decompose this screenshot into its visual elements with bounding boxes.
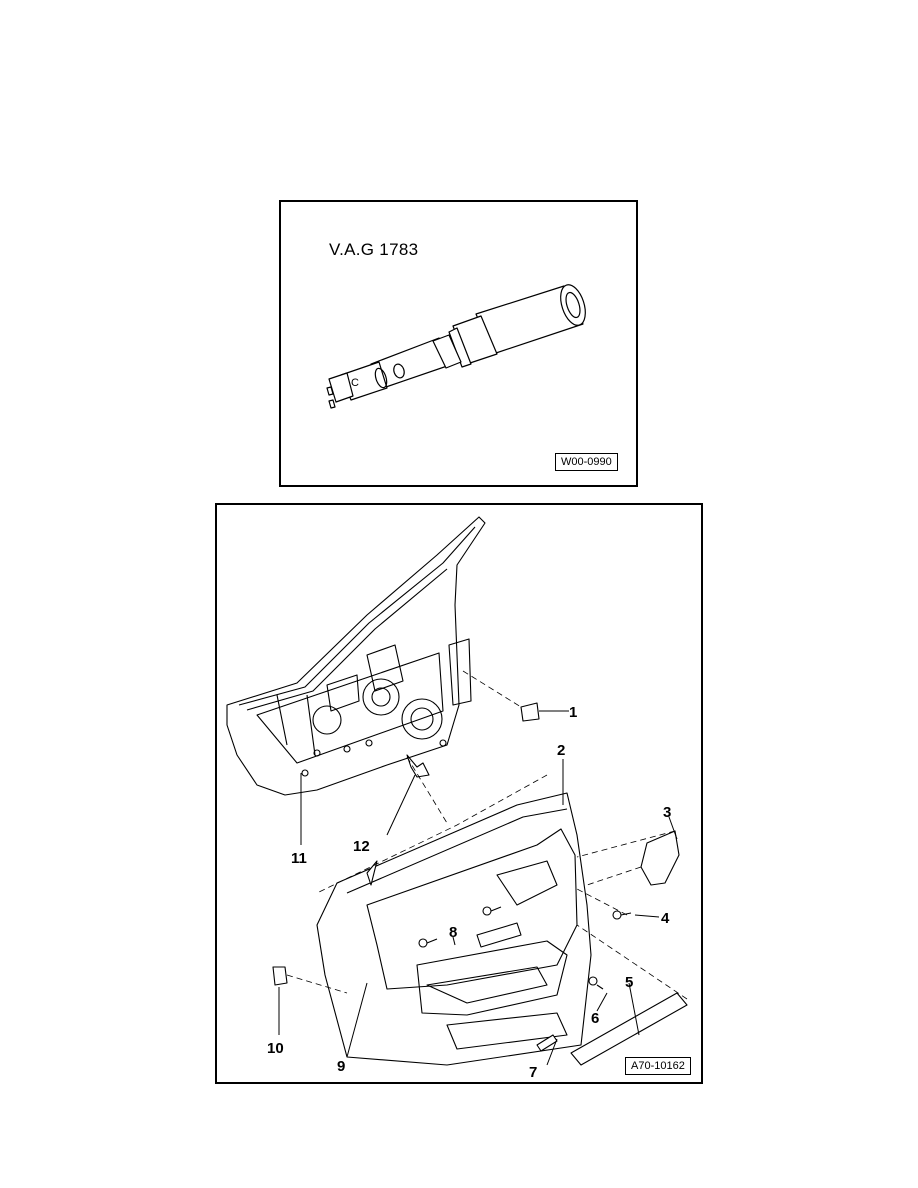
callout-5: 5 [625, 974, 633, 991]
callout-6: 6 [591, 1010, 599, 1027]
tool-name-label: V.A.G 1783 [329, 240, 419, 259]
callout-12: 12 [353, 838, 370, 855]
door-exploded-view-panel: 1 2 3 4 5 6 7 8 9 10 11 12 A70-10162 [215, 503, 703, 1084]
callout-11: 11 [291, 850, 307, 867]
door-trim-exploded-diagram: 1 2 3 4 5 6 7 8 9 10 11 12 [226, 516, 688, 1081]
callout-8: 8 [449, 924, 457, 941]
callout-3: 3 [663, 804, 671, 821]
door-figure-reference: A70-10162 [625, 1057, 691, 1075]
callout-9: 9 [337, 1058, 345, 1075]
callout-10: 10 [267, 1040, 284, 1057]
torque-wrench-icon: C [326, 284, 586, 409]
callout-2: 2 [557, 742, 565, 759]
callout-4: 4 [661, 910, 670, 927]
tool-figure-reference: W00-0990 [555, 453, 618, 471]
callout-1: 1 [569, 704, 577, 721]
callout-7: 7 [529, 1064, 537, 1081]
tool-figure-panel: V.A.G 1783 C W00-0990 [279, 200, 638, 487]
svg-text:C: C [351, 377, 359, 389]
